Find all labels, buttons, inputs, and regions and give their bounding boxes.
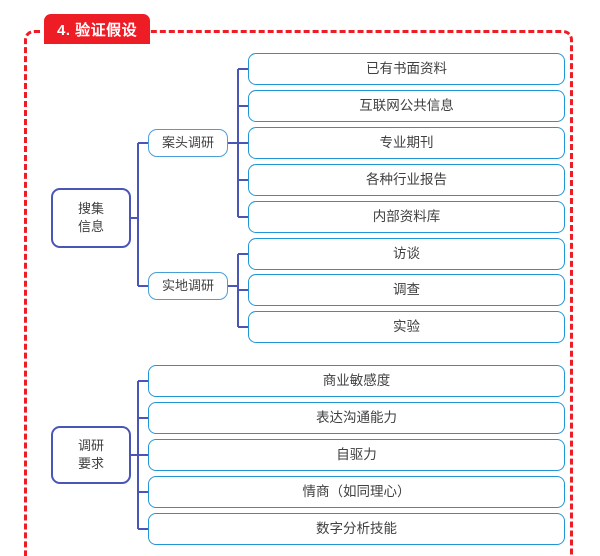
node-gather-info[interactable]: 搜集 信息 <box>51 188 131 248</box>
section-title-badge: 4. 验证假设 <box>44 14 151 44</box>
leaf-professional-journals[interactable]: 专业期刊 <box>248 127 565 159</box>
leaf-survey[interactable]: 调查 <box>248 274 565 306</box>
leaf-written-materials[interactable]: 已有书面资料 <box>248 53 565 85</box>
leaf-experiment[interactable]: 实验 <box>248 311 565 343</box>
leaf-emotional-intelligence[interactable]: 情商（如同理心） <box>148 476 565 508</box>
leaf-communication-skill[interactable]: 表达沟通能力 <box>148 402 565 434</box>
node-desk-research[interactable]: 案头调研 <box>148 129 228 157</box>
leaf-industry-reports[interactable]: 各种行业报告 <box>248 164 565 196</box>
section-frame <box>24 30 573 556</box>
leaf-business-acumen[interactable]: 商业敏感度 <box>148 365 565 397</box>
leaf-internet-public-info[interactable]: 互联网公共信息 <box>248 90 565 122</box>
leaf-internal-database[interactable]: 内部资料库 <box>248 201 565 233</box>
node-research-requirements[interactable]: 调研 要求 <box>51 426 131 484</box>
leaf-self-motivation[interactable]: 自驱力 <box>148 439 565 471</box>
node-field-research[interactable]: 实地调研 <box>148 272 228 300</box>
leaf-interview[interactable]: 访谈 <box>248 238 565 270</box>
leaf-numeric-analysis[interactable]: 数字分析技能 <box>148 513 565 545</box>
